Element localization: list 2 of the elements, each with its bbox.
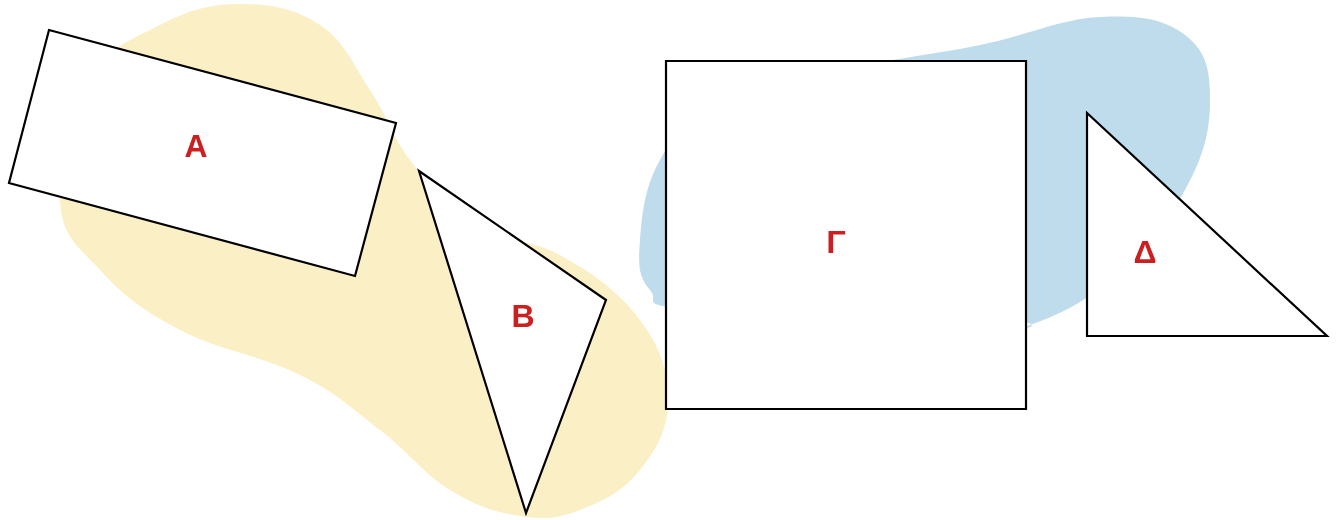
square: Γ — [664, 59, 1028, 411]
node-label: B — [513, 305, 534, 328]
